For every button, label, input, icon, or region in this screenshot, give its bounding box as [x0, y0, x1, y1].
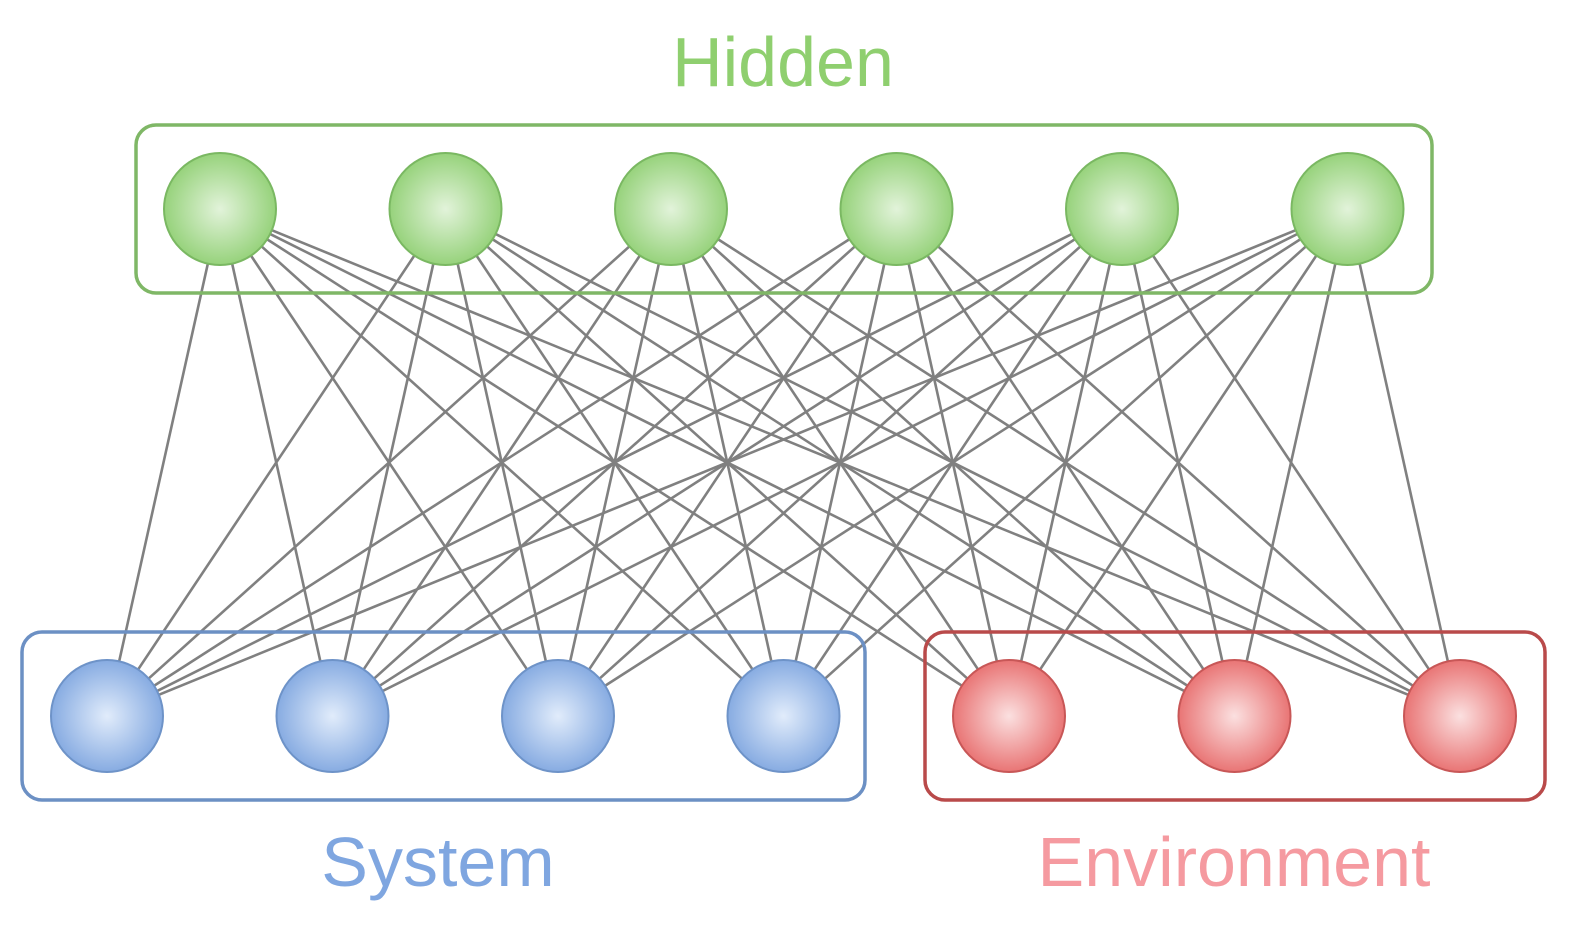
- environment-node-3: [1403, 659, 1517, 773]
- hidden-node-1: [163, 152, 277, 266]
- system-node-4: [726, 659, 841, 773]
- edge-hidden-6-to-environment-7: [1357, 259, 1450, 666]
- edge-hidden-2-to-system-1: [134, 251, 418, 674]
- environment-node-2: [1177, 659, 1292, 773]
- edge-hidden-6-to-environment-6: [1244, 259, 1338, 666]
- hidden-node-3: [614, 152, 728, 266]
- hidden-node-2: [388, 152, 503, 266]
- hidden-node-4: [839, 152, 954, 266]
- edge-hidden-6-to-environment-5: [1036, 251, 1320, 674]
- edge-hidden-1-to-system-1: [117, 259, 210, 666]
- layer-nodes: [50, 152, 1517, 773]
- edge-hidden-5-to-system-1: [152, 231, 1077, 694]
- connection-edges: [117, 227, 1450, 698]
- system-layer-box: [20, 630, 867, 802]
- hidden-node-6: [1290, 152, 1405, 266]
- system-layer-label: System: [321, 823, 554, 901]
- system-node-2: [275, 659, 390, 773]
- edge-hidden-6-to-system-1: [154, 227, 1300, 698]
- environment-layer-box: [923, 630, 1547, 802]
- edge-hidden-6-to-system-3: [601, 236, 1305, 689]
- system-node-1: [50, 659, 164, 773]
- edge-hidden-4-to-system-1: [150, 236, 854, 689]
- hidden-node-5: [1065, 152, 1179, 266]
- edge-hidden-3-to-system-1: [144, 242, 634, 683]
- system-node-3: [501, 659, 615, 773]
- edge-hidden-6-to-system-4: [821, 242, 1310, 683]
- environment-layer-label: Environment: [1038, 823, 1431, 901]
- edge-hidden-6-to-system-2: [378, 231, 1302, 694]
- environment-node-1: [952, 659, 1066, 773]
- hidden-layer-label: Hidden: [672, 23, 894, 101]
- hidden-layer-box: [134, 123, 1434, 295]
